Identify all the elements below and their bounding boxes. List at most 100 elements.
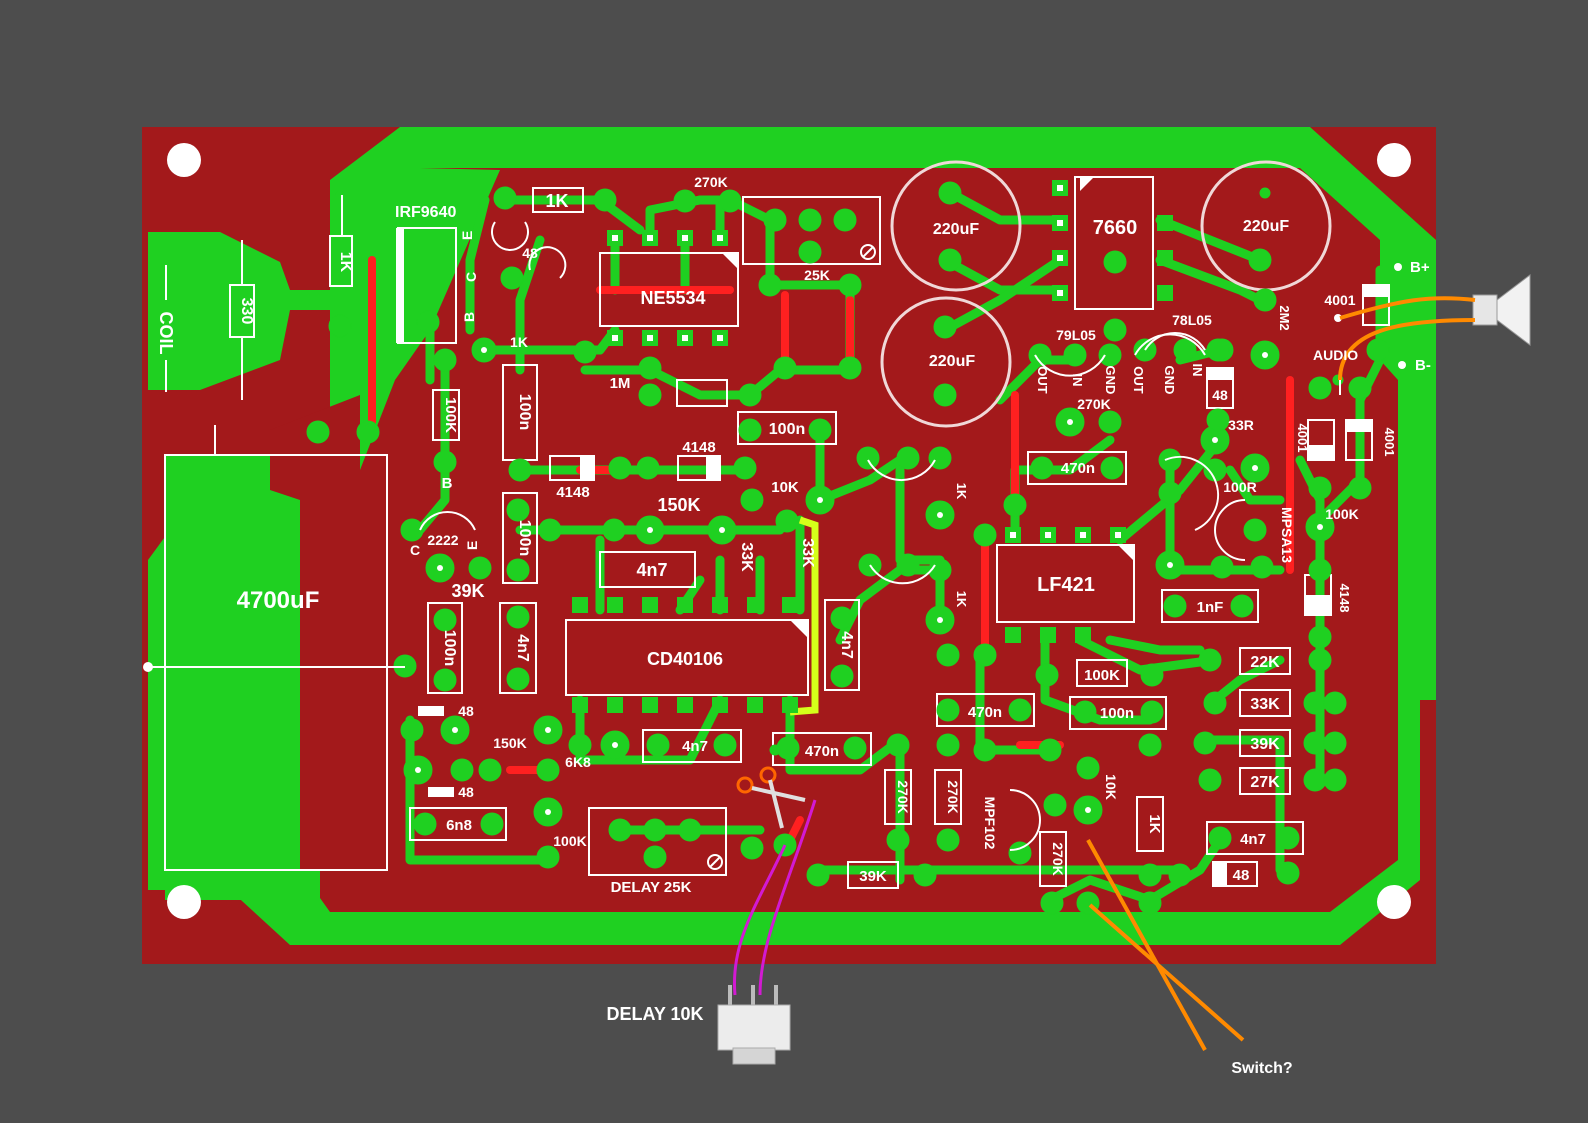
label-c-4n7-bot: 4n7 (682, 738, 708, 755)
label-irf-e: E (459, 231, 475, 240)
label-b-minus: B- (1415, 357, 1431, 374)
label-r-10k-top: 10K (771, 479, 799, 496)
label-c-470n-bot: 470n (805, 743, 839, 760)
label-r-270k-v3: 270K (1050, 842, 1066, 875)
label-r-1k-v1: 1K (954, 483, 969, 500)
label-c-4n7-right: 4n7 (1240, 831, 1266, 848)
label-r-33k-b: 33K (799, 538, 816, 568)
label-79l05: 79L05 (1056, 327, 1096, 343)
cap-red-zone (270, 395, 360, 870)
label-r-270k-v2: 270K (945, 780, 961, 813)
label-2222-e: E (464, 541, 480, 550)
label-r-1k-top: 1K (545, 191, 568, 211)
magenta-wires (732, 799, 817, 996)
round-pads (306, 181, 1390, 915)
silk-labels: COIL 1K 330 IRF9640 E C B 100K 4700uF B … (156, 174, 1431, 1077)
label-switch: Switch? (1231, 1060, 1292, 1077)
label-d48-b: 48 (458, 784, 474, 800)
bminus-dot (1398, 361, 1406, 369)
label-r-100r: 100R (1223, 479, 1256, 495)
label-pin-gnd-1: GND (1103, 366, 1118, 395)
label-2222: 2222 (427, 532, 458, 548)
label-c-4n7-v2: 4n7 (838, 631, 855, 659)
label-d4001-c: 4001 (1382, 428, 1397, 457)
label-delay-25k: DELAY 25K (611, 879, 692, 896)
label-lf421: LF421 (1037, 574, 1095, 596)
label-d48-top: 48 (522, 245, 538, 261)
label-r-1m: 1M (610, 375, 631, 392)
mounting-hole (167, 885, 201, 919)
yellow-jumper-wire (789, 516, 819, 716)
label-cd40106: CD40106 (647, 649, 723, 669)
label-r-39k-bot: 39K (859, 868, 887, 885)
label-cap-220-2: 220uF (1243, 218, 1289, 235)
label-delay-10k: DELAY 10K (606, 1004, 703, 1024)
pad-holes (415, 347, 1323, 815)
coil-tap (143, 662, 153, 672)
label-c-1nf: 1nF (1197, 599, 1224, 616)
label-r-33r: 33R (1228, 417, 1254, 433)
label-pin-gnd-2: GND (1162, 366, 1177, 395)
diode-bands (418, 285, 1389, 886)
label-r-1k-v3: 1K (1146, 814, 1163, 833)
pot-adjusters (707, 244, 876, 870)
label-r-100k-bot: 100K (553, 833, 586, 849)
label-2222-b: B (442, 475, 453, 492)
label-cap-220-1: 220uF (933, 221, 979, 238)
label-r-6k8: 6K8 (565, 754, 591, 770)
coil-copper (148, 232, 400, 390)
label-r-10k-v: 10K (1103, 774, 1119, 800)
label-r-39k-left: 39K (451, 581, 484, 601)
label-irf-c: C (463, 272, 479, 282)
label-c-4n7-v1: 4n7 (514, 634, 531, 662)
scissors-icon (736, 766, 806, 829)
label-d4001-a: 4001 (1324, 292, 1355, 308)
label-c-4n7-h: 4n7 (636, 560, 667, 580)
label-r-330: 330 (238, 298, 255, 325)
label-r-100k-far: 100K (1325, 506, 1358, 522)
label-audio: AUDIO (1313, 347, 1358, 363)
label-d48-bottom: 48 (1233, 867, 1250, 884)
mounting-hole (1377, 885, 1411, 919)
label-c-470n-mid: 470n (968, 704, 1002, 721)
label-irf-b: B (461, 312, 477, 322)
label-r-100k-right: 100K (1084, 667, 1120, 684)
label-c-6n8: 6n8 (446, 817, 472, 834)
label-r-39k-right: 39K (1250, 736, 1280, 753)
label-r-2m2: 2M2 (1277, 305, 1292, 330)
bplus-dot (1394, 263, 1402, 271)
label-r-270k-v1: 270K (895, 780, 911, 813)
label-r-33k-a: 33K (738, 542, 755, 572)
mounting-hole (167, 143, 201, 177)
label-c-100n-v1: 100n (516, 394, 533, 430)
silk-lines (148, 195, 1341, 668)
label-d4148-b: 4148 (682, 439, 715, 456)
label-r-27k: 27K (1250, 774, 1280, 791)
label-r-1k-v2: 1K (954, 591, 969, 608)
label-pot-25k: 25K (804, 267, 830, 283)
label-c-470n-right: 470n (1061, 460, 1095, 477)
label-c-100n-left: 100n (441, 630, 458, 666)
label-r-1k-mid: 1K (510, 334, 528, 350)
label-cap-4700: 4700uF (237, 587, 320, 614)
label-r-270k-right: 270K (1077, 396, 1110, 412)
ic-notches (722, 177, 1134, 638)
label-d48-a: 48 (458, 703, 474, 719)
label-7660: 7660 (1093, 217, 1138, 239)
label-b-plus: B+ (1410, 259, 1430, 276)
label-c-100n-right: 100n (1100, 705, 1134, 722)
cap-copper (165, 455, 320, 900)
label-d48-right: 48 (1212, 387, 1228, 403)
orange-wires (1086, 296, 1476, 1051)
label-r-150k-top: 150K (657, 495, 700, 515)
electrolytic-outlines (880, 160, 1332, 428)
label-2222-c: C (410, 542, 420, 558)
label-pin-out-2: OUT (1131, 366, 1146, 394)
label-pin-in-2: IN (1190, 364, 1205, 377)
label-r-33k-right: 33K (1250, 696, 1280, 713)
label-r-1k-coil: 1K (337, 252, 354, 273)
label-coil: COIL (156, 312, 176, 355)
label-r-150k-bot: 150K (493, 735, 526, 751)
label-cap-220-3: 220uF (929, 353, 975, 370)
